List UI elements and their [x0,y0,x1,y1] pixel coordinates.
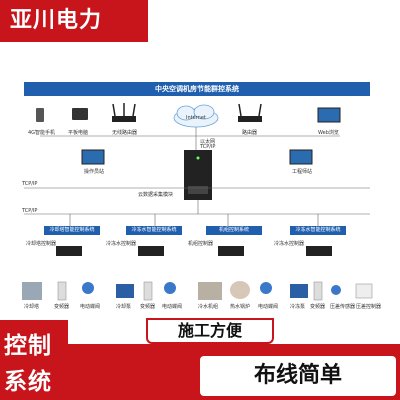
controller-4-icon [306,246,332,256]
tcpip-label: TCP/IP [200,144,216,150]
ethernet-label: 以太网 [200,139,216,145]
operator-station-label: 操作员站 [84,169,105,175]
equipment-label: 电动蝶阀 [258,304,279,310]
device-label: 路由器 [242,130,258,136]
equipment-label: 变频器 [310,304,326,310]
tablet-icon [72,108,88,120]
controller-label: 冷却塔控制器 [26,241,57,247]
operator-station-icon [81,149,105,165]
controller-label: 机组控制器 [188,241,214,247]
device-label: 平板电脑 [68,130,89,136]
web-monitor-icon [317,107,341,123]
device-label: 4G智能手机 [28,130,56,136]
equipment-label: 电动蝶阀 [80,304,101,310]
device-label: Web浏览 [318,130,339,136]
brand-title: 亚川电力 [0,0,148,42]
tagline-block-left: 控制 系统 [0,320,68,400]
tagline-pill-2-text: 布线简单 [253,363,342,388]
equipment-label: 热水锅炉 [230,304,251,310]
subsystem-header: 机组控制系统 [206,226,262,235]
controller-label: 冷冻水控制器 [274,241,305,247]
controller-2-icon [138,246,164,256]
controller-label: 冷冻水控制器 [106,241,137,247]
subsystem-header: 冷冻水智能控制系统 [126,226,182,235]
equipment-label: 压差传感器 [330,304,356,310]
equipment-label: 电动蝶阀 [162,304,183,310]
equipment-label: 冷冻泵 [290,304,306,310]
gateway-device-icon [184,150,212,200]
device-label: 无线路由器 [112,130,138,136]
tagline-left-2: 系统 [4,369,52,395]
internet-cloud-icon [173,104,219,128]
router-icon [238,103,262,122]
subsystem-header: 冷冻水智能控制系统 [290,226,346,235]
equipment-label: 冷却塔 [24,304,40,310]
cloud-module-label: 云数据采集模块 [138,192,174,198]
diagram-title: 中央空调机房节能群控系统 [24,82,370,96]
engineer-station-label: 工程师站 [292,169,313,175]
tagline-pill-2: 布线简单 [200,356,396,396]
bus-label: TCP/IP [22,181,38,187]
tagline-pill-1: 施工方便 [146,318,274,344]
equipment-label: 压差控制器 [356,304,382,310]
equipment-label: 变频器 [140,304,156,310]
bus-label: TCP/IP [22,208,38,214]
tagline-left-1: 控制 [4,333,52,359]
controller-3-icon [218,246,244,256]
equipment-label: 变频器 [54,304,70,310]
equipment-label: 冷水机组 [198,304,219,310]
subsystem-header: 冷却塔智能控制系统 [44,226,100,235]
system-diagram [22,103,373,301]
equipment-icons [22,281,373,301]
wireless-router-icon [112,103,136,122]
internet-label: Internet [186,115,206,121]
smartphone-icon [36,108,44,122]
tagline-pill-1-text: 施工方便 [177,321,242,340]
engineer-station-icon [289,149,313,165]
equipment-label: 冷却泵 [116,304,132,310]
controller-1-icon [56,246,82,256]
